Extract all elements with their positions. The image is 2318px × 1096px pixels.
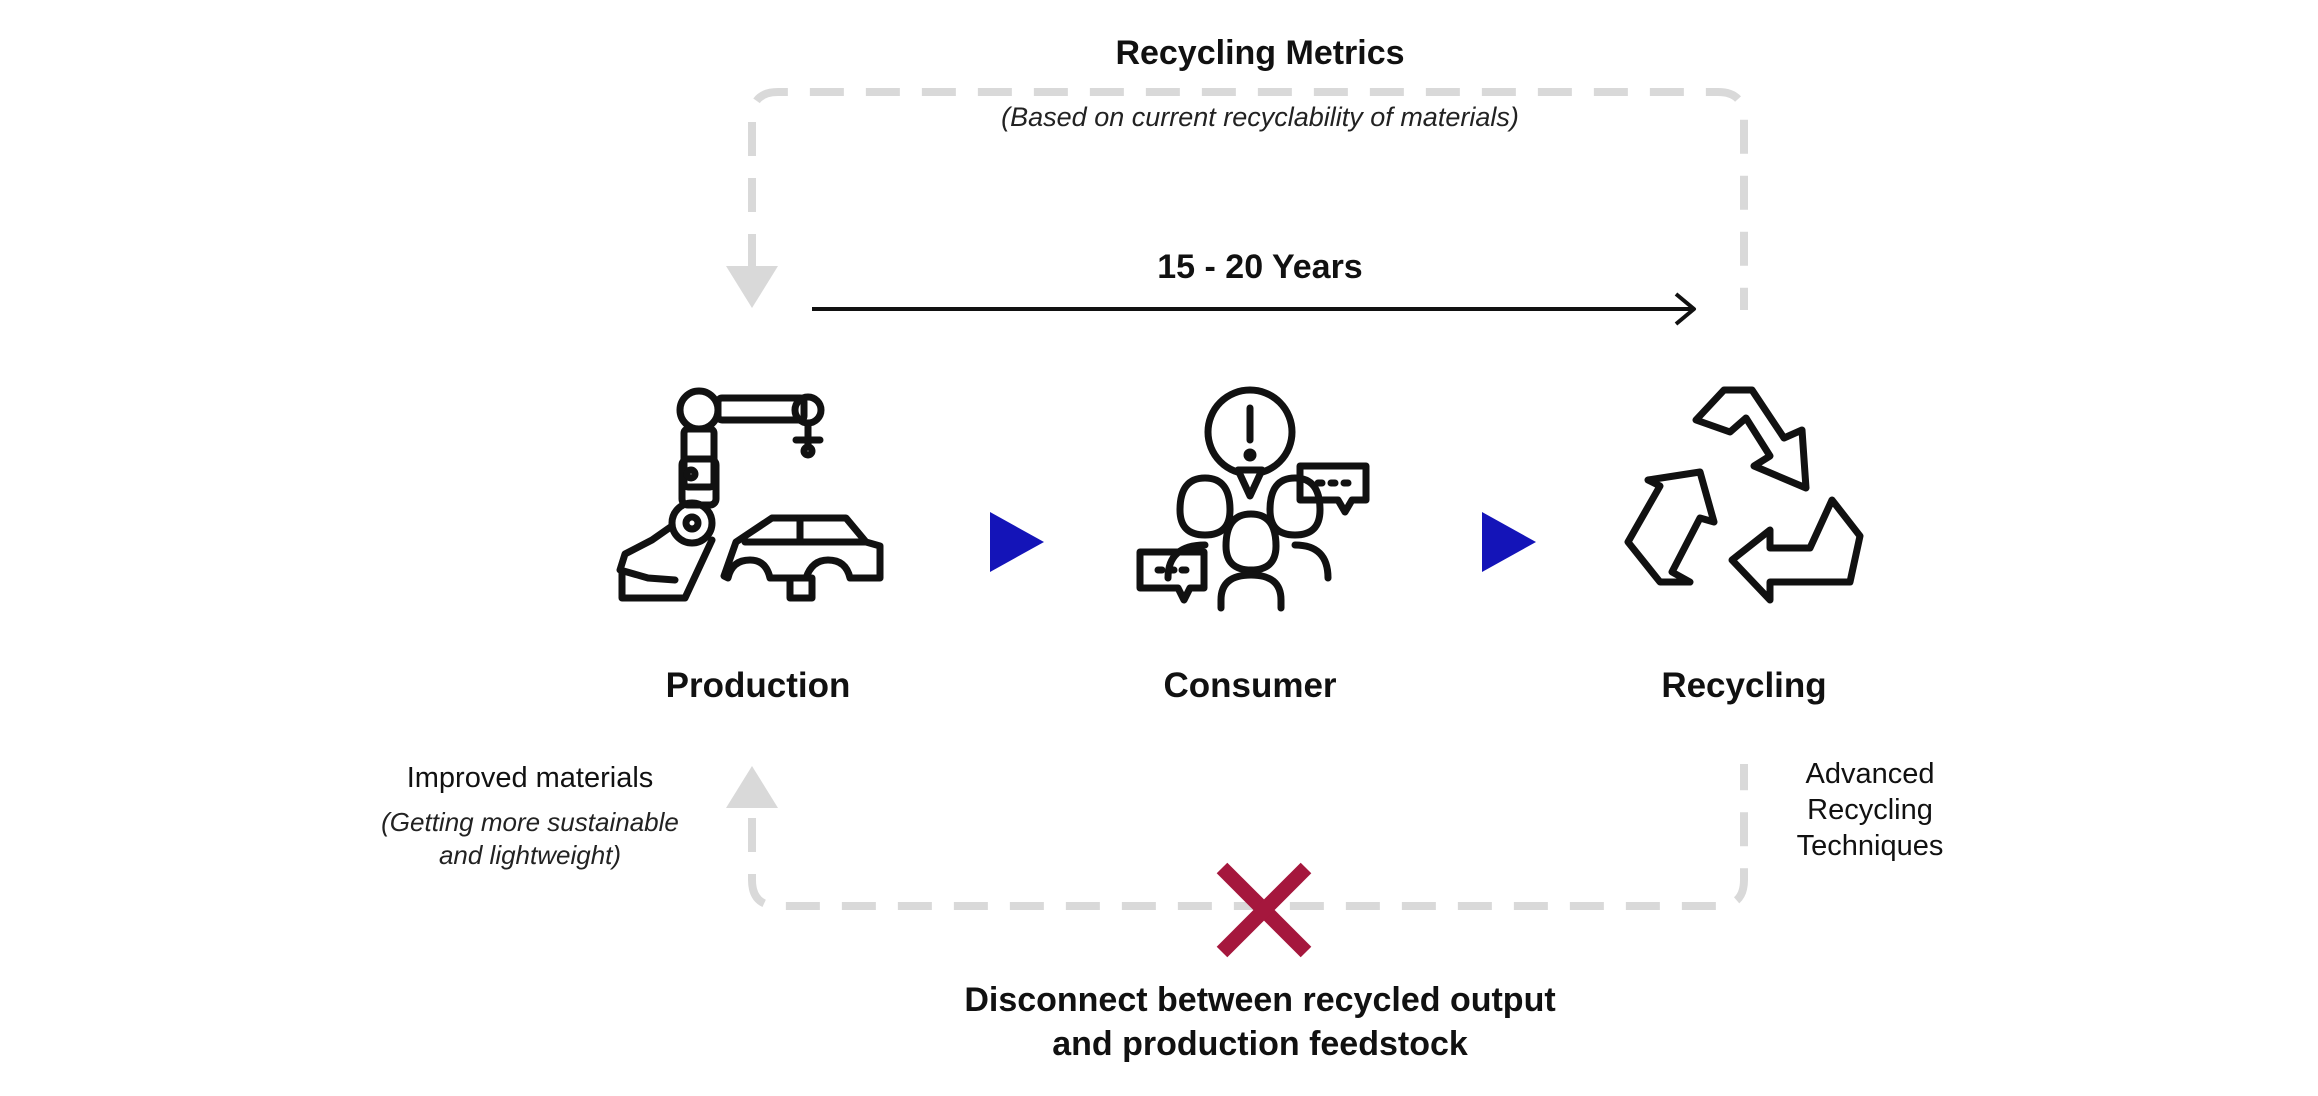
timeline-arrow-head-icon <box>1674 292 1696 326</box>
loop-arrow-up-icon <box>726 766 778 808</box>
advanced-recycling-label: Advanced Recycling Techniques <box>1770 756 1970 864</box>
advanced-recycling-line2: Recycling <box>1807 794 1933 826</box>
recycle-icon <box>1624 386 1864 604</box>
diagram-subtitle: (Based on current recyclability of mater… <box>1001 102 1519 132</box>
people-feedback-icon <box>1136 386 1370 612</box>
robot-arm-car-icon <box>616 387 884 602</box>
advanced-recycling-line3: Techniques <box>1796 830 1944 862</box>
loop-arrow-down-icon <box>726 266 778 308</box>
stage-label-recycling: Recycling <box>1661 666 1827 705</box>
disconnect-line1: Disconnect between recycled output <box>964 981 1556 1019</box>
cross-icon <box>1216 862 1312 958</box>
improved-materials-note-line2: and lightweight) <box>438 840 622 870</box>
stage-label-consumer: Consumer <box>1163 666 1337 705</box>
diagram-title: Recycling Metrics <box>1115 34 1405 72</box>
disconnect-message: Disconnect between recycled output and p… <box>860 978 1660 1066</box>
improved-materials-note-line1: (Getting more sustainable <box>381 807 679 837</box>
loop-bottom-dashed <box>748 764 1748 910</box>
improved-materials-note: (Getting more sustainable and lightweigh… <box>330 806 730 872</box>
stage-label-production: Production <box>665 666 851 705</box>
advanced-recycling-line1: Advanced <box>1805 758 1935 790</box>
flow-arrow-2-icon <box>1482 512 1536 572</box>
timeline-label: 15 - 20 Years <box>1157 248 1363 286</box>
improved-materials-label: Improved materials <box>406 762 654 794</box>
flow-arrow-1-icon <box>990 512 1044 572</box>
disconnect-line2: and production feedstock <box>1052 1025 1468 1063</box>
